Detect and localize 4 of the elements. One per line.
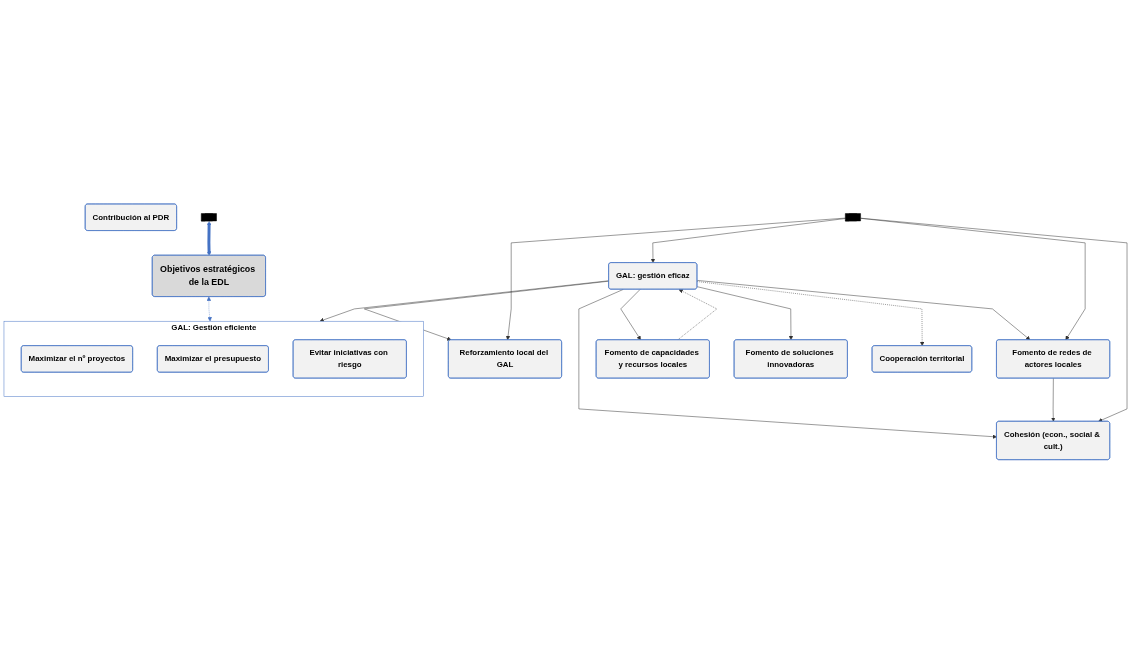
node-bar — [845, 213, 861, 222]
arrow — [206, 221, 212, 256]
node-bar — [201, 213, 217, 222]
arrow — [206, 296, 212, 322]
